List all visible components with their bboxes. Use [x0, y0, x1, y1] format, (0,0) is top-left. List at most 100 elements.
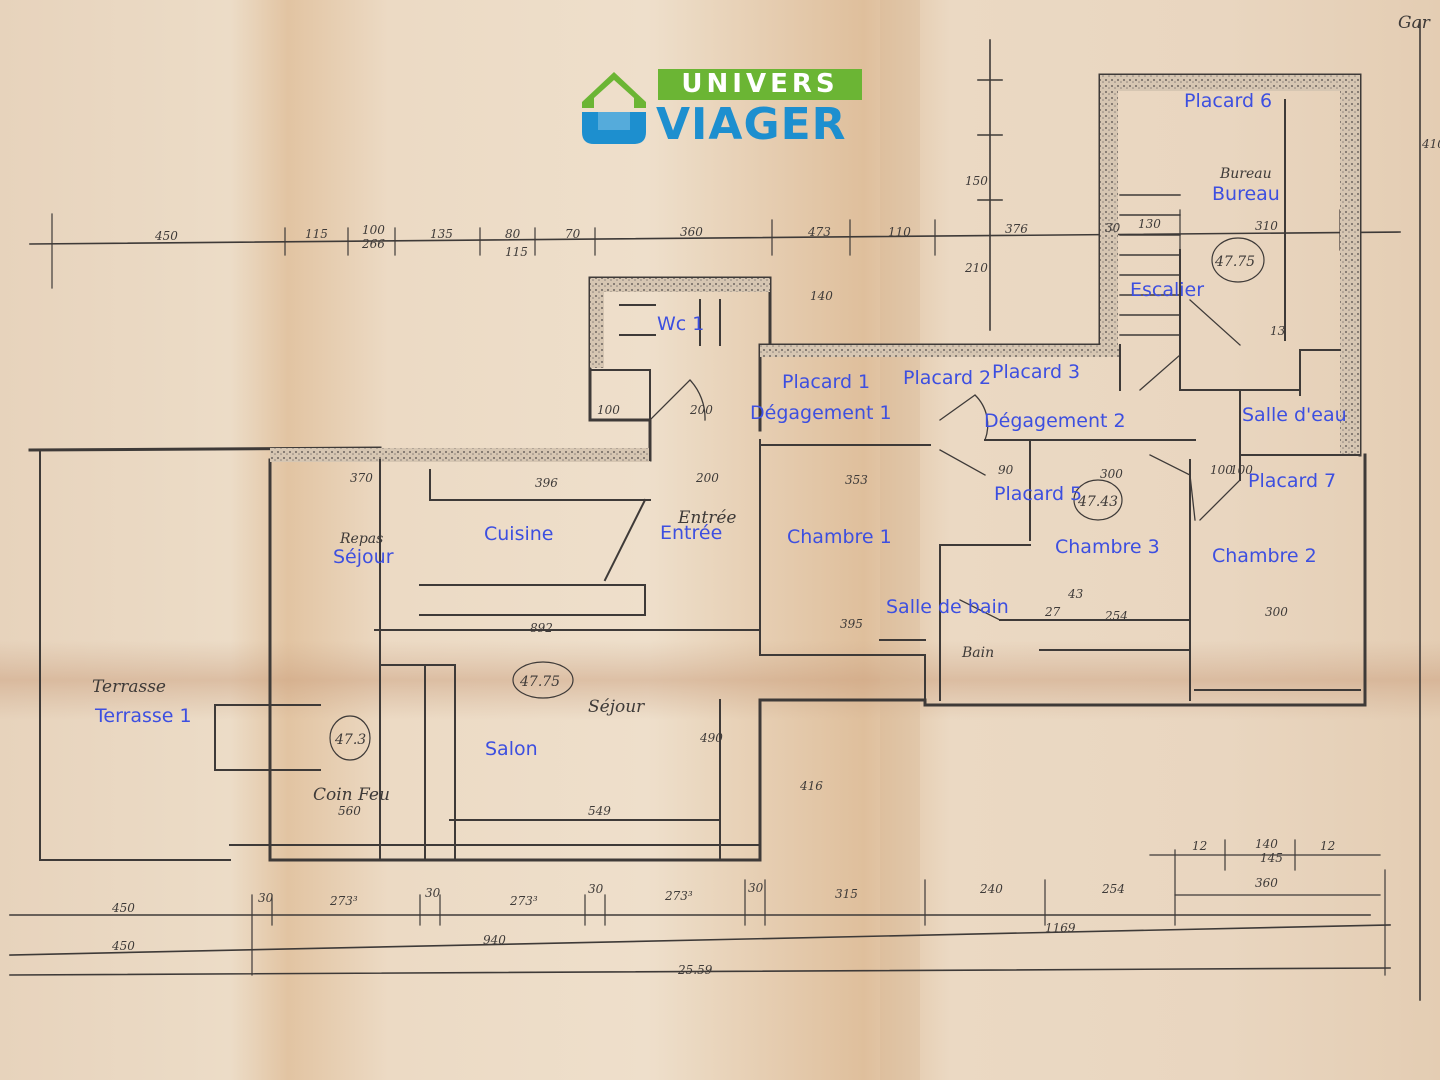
dim-label: 370: [350, 471, 373, 485]
dim-label: 210: [964, 261, 988, 275]
dim-label: 300: [1100, 467, 1123, 481]
paper-fold-vertical: [880, 0, 920, 1080]
dim-label: 90: [998, 463, 1014, 477]
area-circle: [512, 661, 574, 699]
dim-label: 140: [1255, 837, 1278, 851]
room-label-salle-eau: Salle d'eau: [1242, 404, 1347, 426]
dim-label: 115: [505, 245, 528, 259]
room-label-placard-3: Placard 3: [992, 361, 1081, 383]
dim-label: 43: [1067, 587, 1084, 601]
room-label-chambre-2: Chambre 2: [1212, 545, 1317, 567]
dim-label: 549: [588, 804, 611, 818]
dim-label: 310: [1255, 219, 1278, 233]
room-label-salon: Salon: [485, 738, 538, 760]
dim-label: 395: [840, 617, 863, 631]
handwritten-annotations: Terrasse Séjour Repas Entrée Coin Feu Bu…: [92, 13, 1431, 805]
dim-label: 135: [430, 227, 453, 241]
door-swings: [649, 299, 1241, 621]
room-label-sejour: Séjour: [333, 546, 394, 568]
dim-label: 115: [305, 227, 328, 241]
dim-label: 254: [1104, 609, 1128, 623]
dim-label: 490: [699, 731, 723, 745]
dim-label: 416: [799, 779, 823, 793]
dim-label: 254: [1101, 882, 1125, 896]
logo-text-univers: UNIVERS: [658, 69, 862, 100]
dim-label: 12: [1320, 839, 1335, 853]
area-label: 47.43: [1077, 494, 1118, 510]
interior-walls: [39, 99, 1361, 861]
dim-label: 360: [680, 225, 703, 239]
room-label-chambre-3: Chambre 3: [1055, 536, 1160, 558]
dim-label: 80: [505, 227, 521, 241]
area-label: 47.75: [519, 674, 560, 690]
dim-label: 110: [888, 225, 911, 239]
handwritten-garage: Gar: [1398, 13, 1431, 33]
dim-label-total: 25.59: [677, 963, 713, 977]
dim-label: 300: [1265, 605, 1288, 619]
handwritten-bain: Bain: [961, 645, 994, 661]
dim-label: 200: [695, 471, 719, 485]
dim-label: 376: [1005, 222, 1028, 236]
room-label-escalier: Escalier: [1130, 279, 1205, 301]
dim-label: 360: [1255, 876, 1278, 890]
dim-label: 30: [1105, 221, 1121, 235]
room-label-placard-6: Placard 6: [1184, 90, 1273, 112]
dim-label: 240: [979, 882, 1003, 896]
dimension-ticks-bottom: [251, 839, 1386, 976]
wall-hatch: [1100, 75, 1118, 345]
room-label-degagement-2: Dégagement 2: [984, 410, 1126, 432]
dim-label: 200: [689, 403, 713, 417]
dim-label: 150: [965, 174, 988, 188]
room-label-cuisine: Cuisine: [484, 523, 554, 545]
dim-label: 410: [1421, 137, 1440, 151]
room-label-placard-5: Placard 5: [994, 483, 1083, 505]
room-label-degagement-1: Dégagement 1: [750, 402, 892, 424]
room-label-terrasse-1: Terrasse 1: [95, 705, 192, 727]
room-label-placard-1: Placard 1: [782, 371, 871, 393]
dim-label: 273³: [664, 889, 693, 903]
dimension-line-top: [29, 231, 1401, 245]
room-label-chambre-1: Chambre 1: [787, 526, 892, 548]
dim-label: 13: [1270, 324, 1286, 338]
dim-label: 30: [258, 891, 274, 905]
dim-label: 100: [1230, 463, 1253, 477]
handwritten-coin-feu: Coin Feu: [313, 785, 390, 805]
dim-label: 396: [535, 476, 558, 490]
handwritten-terrasse: Terrasse: [92, 677, 166, 697]
handwritten-sejour: Séjour: [588, 697, 645, 717]
univers-viager-logo: UNIVERS VIAGER: [578, 68, 868, 150]
dim-label: 266: [361, 237, 385, 251]
dimension-labels: 450 115 100 135 80 70 360 473 110 376 31…: [111, 137, 1440, 977]
area-label: 47.75: [1214, 254, 1255, 270]
dim-label: 70: [565, 227, 581, 241]
dim-label: 473: [807, 225, 831, 239]
dim-label: 130: [1138, 217, 1161, 231]
dim-label: 892: [530, 621, 553, 635]
dim-label: 100: [1210, 463, 1233, 477]
dimension-line-bottom-2: [9, 924, 1391, 956]
dim-label: 1169: [1045, 921, 1076, 935]
logo-text-viager: VIAGER: [656, 99, 847, 150]
dim-label: 450: [154, 229, 178, 243]
dimension-line-bottom-3: [9, 967, 1391, 976]
dim-label: 940: [483, 933, 506, 947]
room-label-salle-de-bain: Salle de bain: [886, 596, 1009, 618]
handwritten-entree: Entrée: [677, 508, 736, 528]
dim-label: 315: [835, 887, 858, 901]
dim-label: 30: [588, 882, 604, 896]
room-label-entree: Entrée: [660, 522, 723, 544]
room-label-placard-7: Placard 7: [1248, 470, 1337, 492]
dim-label: 100: [362, 223, 385, 237]
house-logo-icon: [582, 72, 646, 144]
dim-label: 450: [111, 901, 135, 915]
dim-label: 353: [845, 473, 868, 487]
dim-label: 145: [1260, 851, 1283, 865]
staircase-steps: [1119, 194, 1181, 336]
dim-label: 100: [597, 403, 620, 417]
dim-label: 450: [111, 939, 135, 953]
dim-label: 273³: [329, 894, 358, 908]
dim-label: 27: [1044, 605, 1061, 619]
room-label-wc-1: Wc 1: [657, 313, 705, 335]
